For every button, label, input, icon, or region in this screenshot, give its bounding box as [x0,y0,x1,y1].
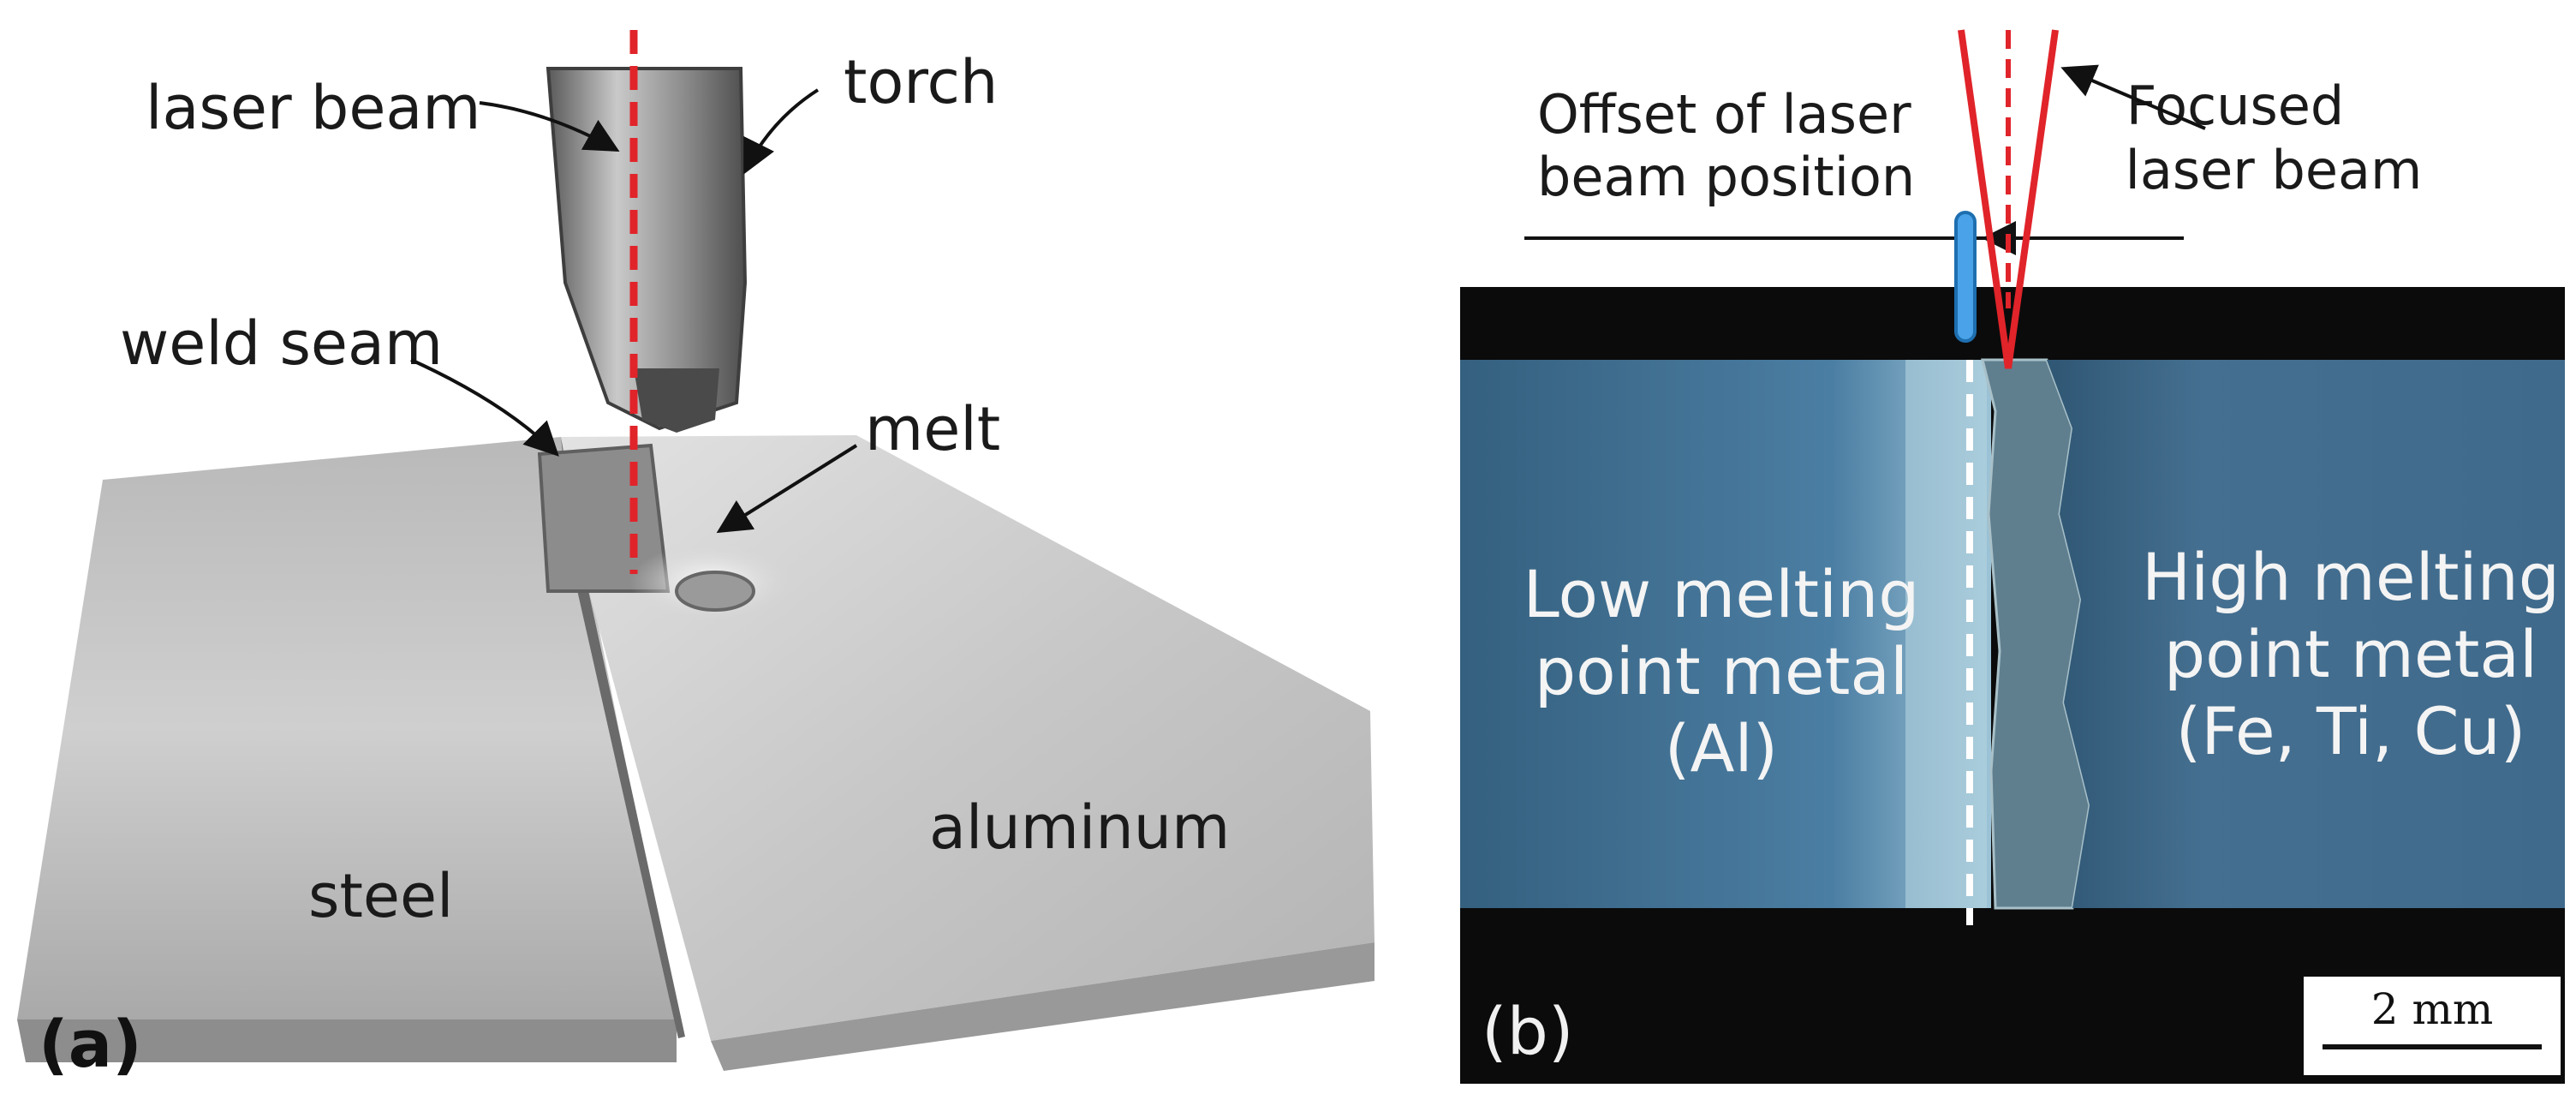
panel-a: laser beam torch weld seam melt steel al… [17,30,1374,1082]
panel-b: Offset of laser beam position Focused la… [1460,29,2565,1084]
laser-beam-arrow [479,101,620,152]
melt-arrow [716,444,858,534]
panel-a-tag: (a) [39,1006,142,1082]
high-melting-metal-region [2047,360,2565,908]
melt-label: melt [865,394,1000,464]
torch-nozzle [634,368,719,433]
high-metal-line-2: point metal [2164,616,2537,692]
melt-core [675,571,755,612]
low-metal-line-1: Low melting [1523,556,1919,632]
weld-seam-label: weld seam [120,308,443,379]
aluminum-label: aluminum [929,792,1230,863]
weld-seam-arrow [410,358,559,457]
high-metal-line-1: High melting [2142,539,2560,615]
high-metal-line-3: (Fe, Ti, Cu) [2176,693,2526,769]
low-metal-line-3: (Al) [1665,710,1778,786]
steel-plate-edge [17,1019,677,1062]
offset-label-line-1: Offset of laser [1537,83,1911,146]
scale-bar-label: 2 mm [2371,984,2494,1034]
offset-marker [1954,211,1977,343]
aluminum-plate [561,435,1374,1041]
low-metal-line-2: point metal [1535,633,1908,709]
focused-label-line-2: laser beam [2126,139,2423,201]
scale-bar-box [2304,977,2561,1075]
focused-label-line-1: Focused [2126,75,2345,137]
panel-b-tag: (b) [1482,993,1574,1069]
low-melting-metal-region [1460,360,1991,908]
focused-laser-beam [1958,29,2059,369]
interface-edge [1905,360,1987,908]
laser-beam-label: laser beam [146,73,481,143]
steel-plate [17,437,677,1019]
torch-arrow [743,88,820,175]
torch-label: torch [844,47,998,117]
offset-label-line-2: beam position [1537,146,1915,208]
focused-arrow [2060,64,2206,130]
aluminum-plate-edge [711,942,1374,1071]
steel-label: steel [308,861,454,931]
